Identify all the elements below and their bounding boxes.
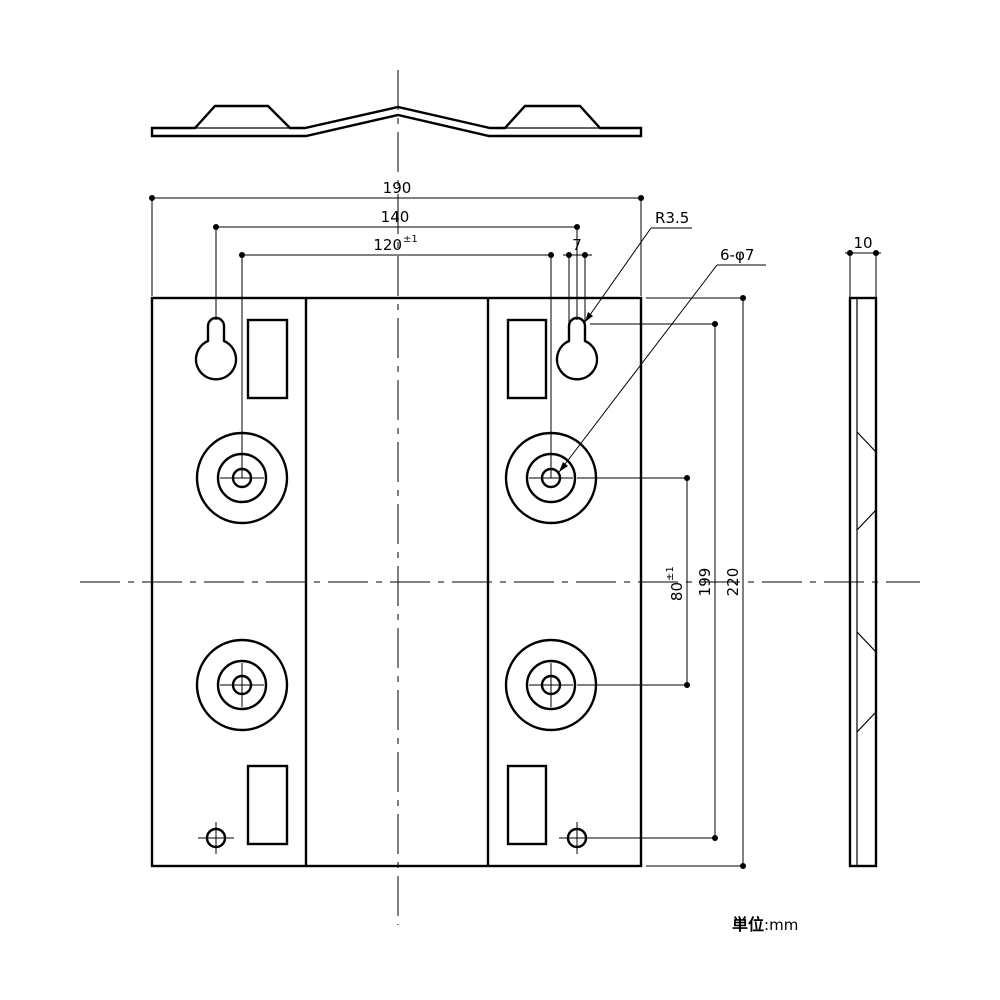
side-view-outline (848, 296, 878, 868)
rect-slot-bottom-left (246, 764, 289, 846)
unit-label: 単位:mm (732, 915, 798, 934)
dimension-220-label: 220 (724, 568, 742, 597)
dimension-10-label: 10 (853, 234, 872, 252)
side-view (848, 296, 878, 868)
small-hole-bottom-right (559, 822, 595, 854)
dimension-80-tolerance: ±1 (665, 566, 676, 581)
dimension-80-label: 80 (668, 582, 686, 601)
rect-slot-top-left (246, 318, 289, 400)
dimension-199-label: 199 (696, 568, 714, 597)
dimension-220: 220 (646, 295, 746, 869)
top-profile-view (150, 104, 643, 138)
rect-slot-top-right (506, 318, 548, 400)
dimension-190-label: 190 (383, 179, 412, 197)
dimension-199: 199 (590, 321, 718, 841)
dimension-140-label: 140 (381, 208, 410, 226)
unit-label-mm: mm (769, 916, 798, 934)
keyhole-slot-right (555, 316, 599, 381)
dimension-80: 80 ±1 (577, 475, 690, 688)
dimension-7: 7 (563, 236, 592, 326)
dimension-120: 120 ±1 (239, 234, 554, 478)
callout-r3-5-label: R3.5 (655, 209, 689, 227)
boss-hole-bottom-left (195, 638, 289, 732)
top-profile-outline (150, 104, 643, 138)
rect-slot-bottom-right (506, 764, 548, 846)
dimension-10: 10 (845, 234, 881, 298)
unit-label-kanji: 単位 (732, 915, 764, 934)
side-view-bosses (856, 431, 877, 733)
callout-holes: 6-φ7 (558, 246, 766, 473)
dimension-120-label: 120 (373, 236, 402, 254)
dimension-120-tolerance: ±1 (403, 234, 418, 245)
dimension-7-label: 7 (572, 236, 582, 254)
front-view-outline (150, 296, 643, 868)
small-hole-bottom-left (198, 822, 234, 854)
dimension-140: 140 (213, 208, 580, 320)
callout-holes-label: 6-φ7 (720, 246, 754, 264)
unit-label-sep: : (764, 916, 769, 934)
svg-text:単位:mm: 単位:mm (732, 915, 798, 934)
dimension-190: 190 (149, 179, 644, 296)
callout-r3-5: R3.5 (584, 209, 692, 323)
keyhole-slot-left (194, 316, 238, 381)
